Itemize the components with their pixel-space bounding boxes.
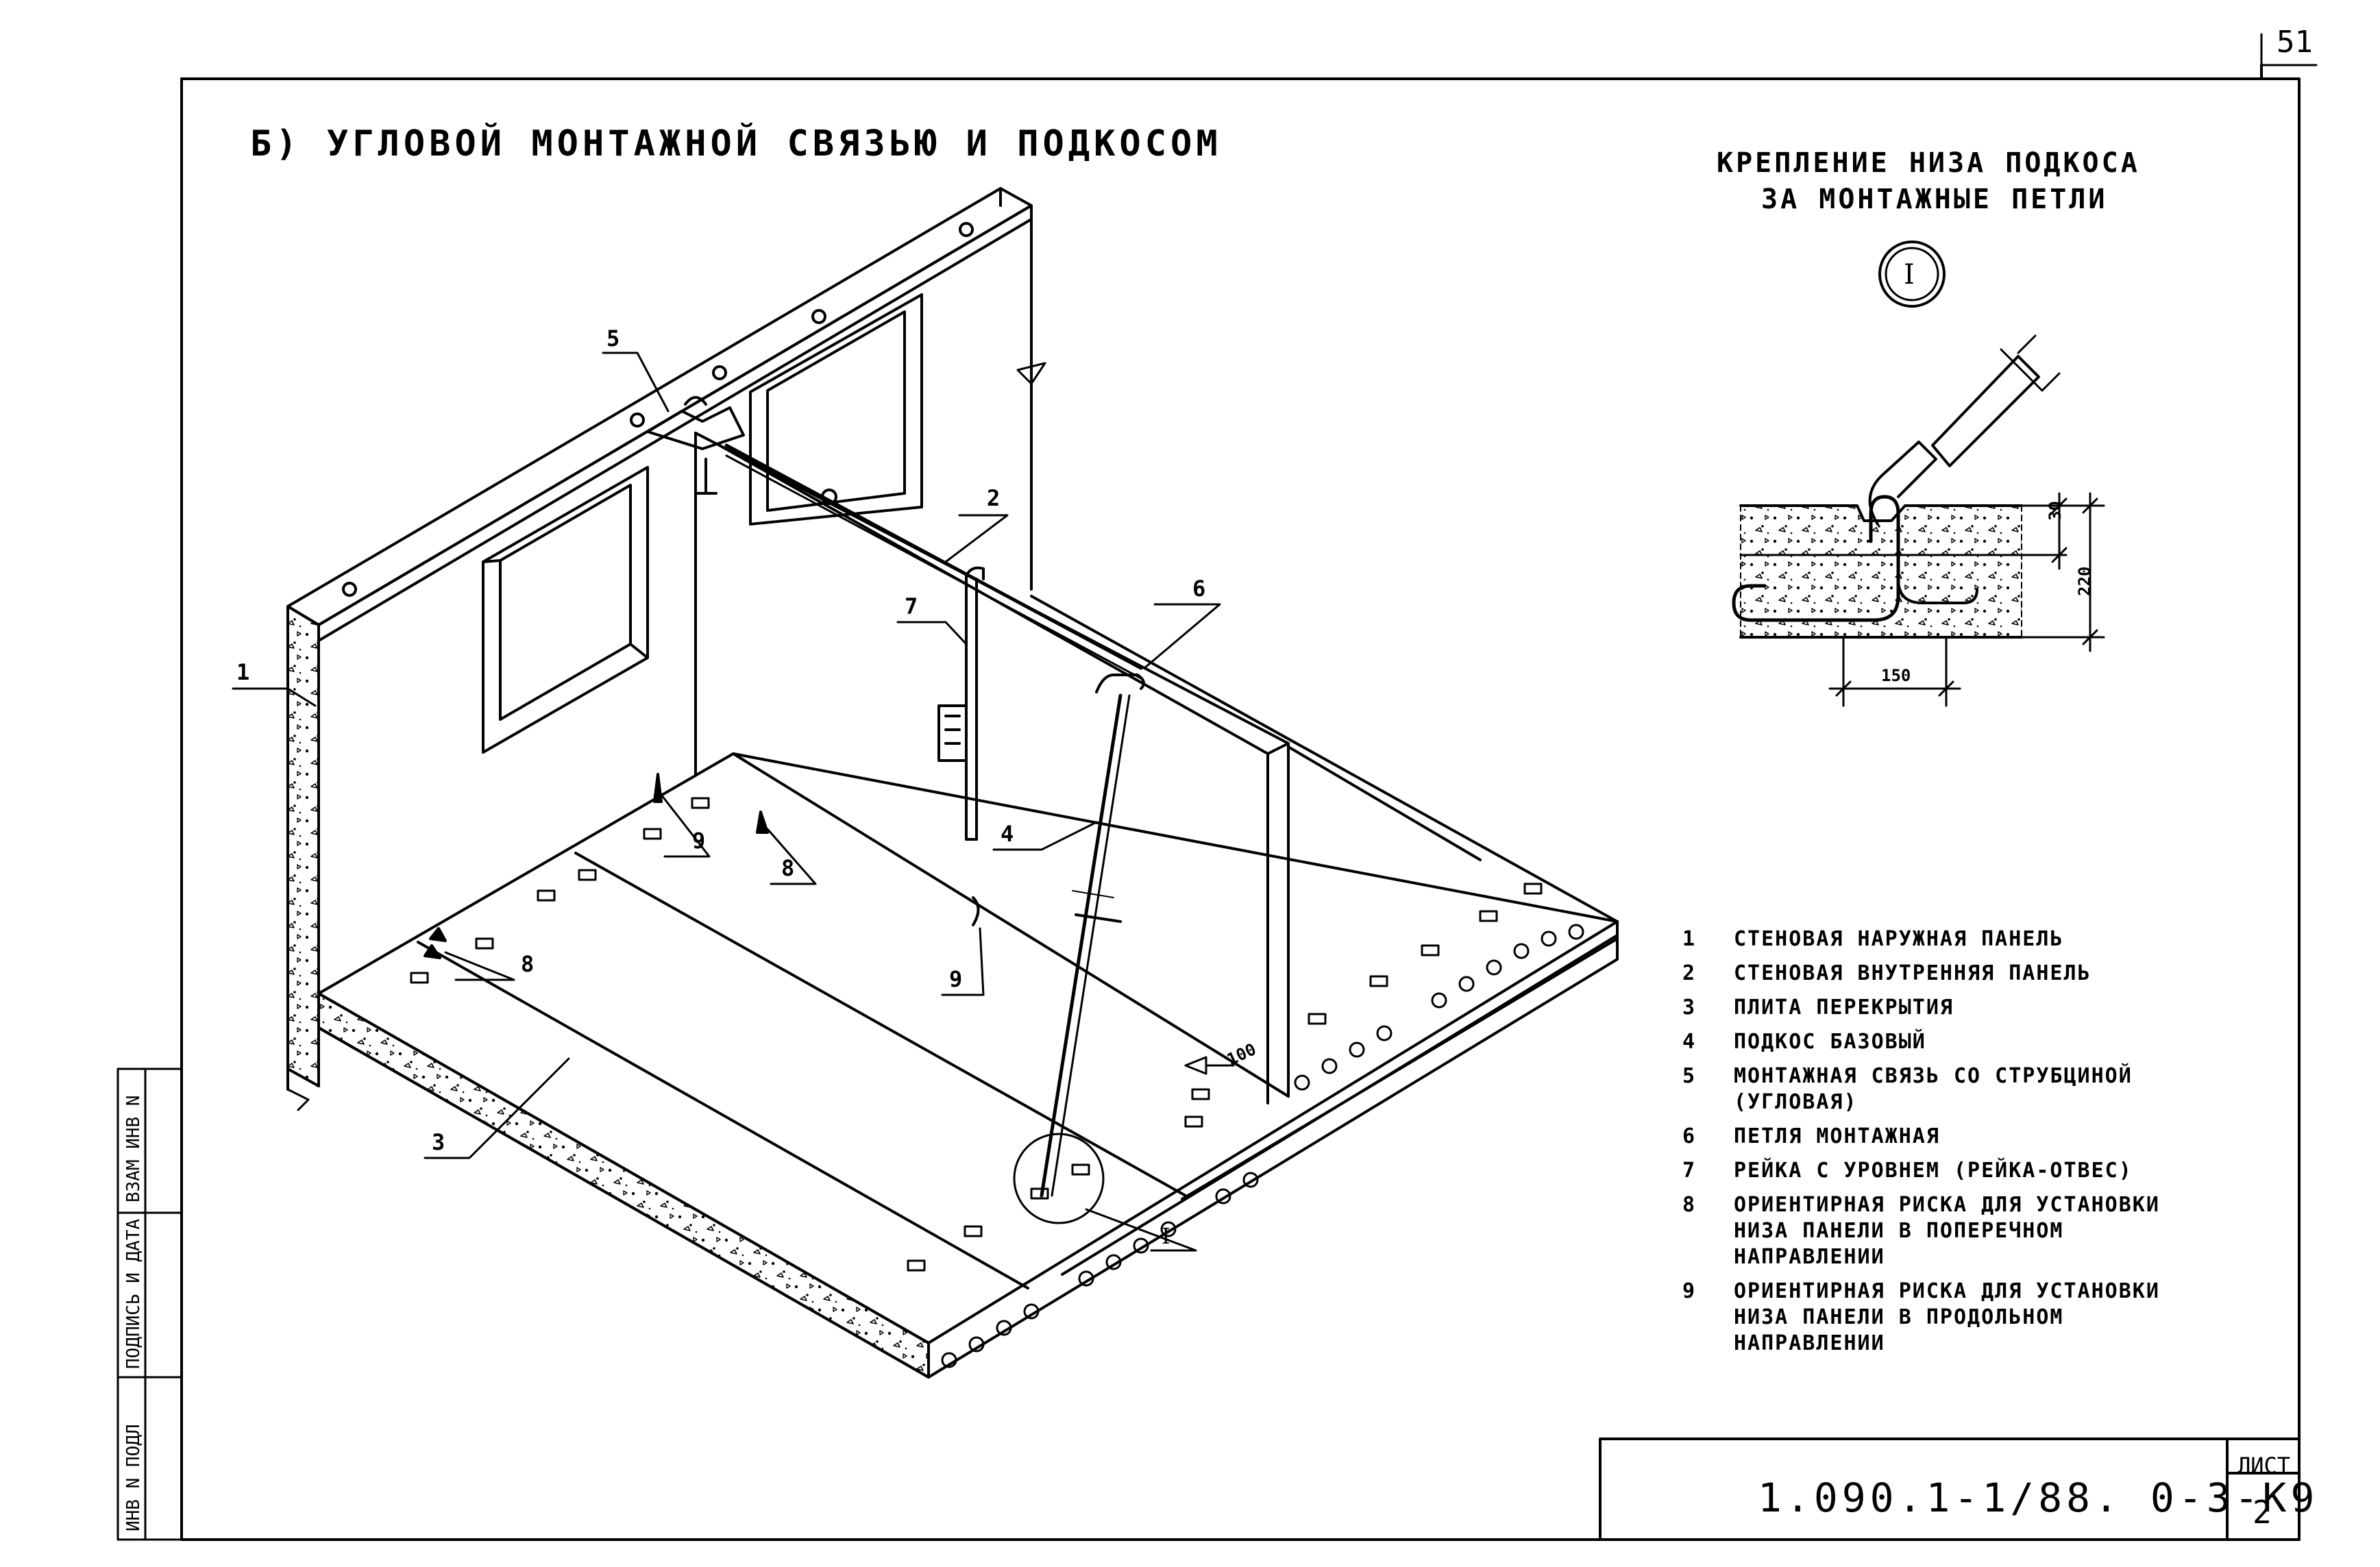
tie-rod — [724, 443, 1143, 680]
side-stamp — [116, 1068, 183, 1541]
outer-wall-panel — [286, 187, 1046, 1111]
legend-number: 2 — [1682, 961, 1695, 985]
detail-circle — [1013, 1133, 1105, 1224]
document-code: 1.090.1-1/88. 0-3-К9 — [1758, 1475, 2319, 1521]
callout-2: 2 — [987, 485, 1001, 511]
legend-number: 1 — [1682, 927, 1695, 951]
callout-1: 1 — [236, 659, 250, 685]
legend-item: 9 Ориентирная риска для установки низа па… — [1682, 1279, 2203, 1357]
detail-dimensions — [1828, 492, 2105, 707]
detail-marker-outer — [1878, 240, 1946, 308]
sheet-number: 2 — [2253, 1494, 2272, 1531]
detail-marker-inner — [1885, 247, 1939, 301]
dim-100-arrow — [1184, 1056, 1235, 1075]
legend-number: 4 — [1682, 1030, 1695, 1054]
callout-9a: 9 — [692, 828, 706, 854]
legend-number: 8 — [1682, 1193, 1695, 1217]
legend-item: 8 Ориентирная риска для установки низа па… — [1682, 1192, 2203, 1270]
inner-wall-panel — [694, 432, 1290, 1105]
side-stamp-inv: Инв N подл — [123, 1424, 144, 1531]
detail-title-line2: за монтажные петли — [1761, 184, 2108, 215]
callout-7: 7 — [905, 593, 918, 619]
title-stamp — [1599, 1438, 2301, 1541]
brace — [1040, 674, 1145, 1198]
callout-8b: 8 — [521, 951, 535, 977]
drawing-title: б) Угловой монтажной связью и подкосом — [250, 123, 1222, 164]
legend-text: Рейка с уровнем (рейка-отвес) — [1734, 1159, 2133, 1183]
callout-detail-I: I — [1162, 1223, 1170, 1249]
legend-text: Монтажная связь со струбциной (угловая) — [1734, 1064, 2133, 1114]
callout-6: 6 — [1192, 576, 1206, 602]
legend-item: 2 Стеновая внутренняя панель — [1682, 961, 2203, 987]
legend-item: 6 Петля монтажная — [1682, 1124, 2203, 1150]
dim-30: 30 — [2046, 501, 2065, 521]
callout-3: 3 — [432, 1129, 445, 1155]
detail-marker-label: I — [1904, 259, 1915, 291]
side-stamp-replace: Взам инв N — [123, 1095, 144, 1202]
legend-text: Ориентирная риска для установки низа пан… — [1734, 1193, 2160, 1269]
floor-slabs — [317, 595, 1619, 1379]
legend: 1 Стеновая наружная панель 2 Стеновая внутр… — [1682, 926, 2203, 1365]
legend-number: 5 — [1682, 1064, 1695, 1088]
callout-8a: 8 — [781, 855, 795, 881]
legend-number: 3 — [1682, 996, 1695, 1020]
legend-text: Петля монтажная — [1734, 1124, 1940, 1148]
legend-text: Подкос базовый — [1734, 1030, 1926, 1054]
corner-tie — [646, 396, 745, 495]
legend-item: 3 Плита перекрытия — [1682, 995, 2203, 1021]
page-number: 51 — [2277, 25, 2313, 60]
legend-item: 4 Подкос базовый — [1682, 1029, 2203, 1055]
slab-loops — [410, 797, 1543, 1272]
hollow-cores — [941, 924, 1584, 1368]
dim-150: 150 — [1881, 666, 1911, 685]
legend-item: 7 Рейка с уровнем (рейка-отвес) — [1682, 1158, 2203, 1184]
legend-text: Стеновая внутренняя панель — [1734, 961, 2091, 985]
callout-4: 4 — [1001, 821, 1014, 847]
legend-item: 5 Монтажная связь со струбциной (угловая) — [1682, 1063, 2203, 1115]
detail-drawing — [1732, 240, 2105, 707]
isometric-assembly — [232, 187, 1619, 1379]
legend-text: Стеновая наружная панель — [1734, 927, 2064, 951]
callout-5: 5 — [606, 325, 620, 351]
level-rod — [937, 566, 985, 841]
legend-number: 7 — [1682, 1159, 1695, 1183]
callout-9b: 9 — [949, 966, 963, 992]
legend-text: Ориентирная риска для установки низа пан… — [1734, 1279, 2160, 1355]
leader-lines — [232, 351, 1221, 1252]
legend-text: Плита перекрытия — [1734, 996, 1954, 1020]
dim-220: 220 — [2075, 566, 2094, 596]
legend-number: 9 — [1682, 1279, 1695, 1303]
side-stamp-sign: Подпись и дата — [123, 1218, 144, 1369]
legend-number: 6 — [1682, 1124, 1695, 1148]
legend-item: 1 Стеновая наружная панель — [1682, 926, 2203, 952]
detail-title-line1: Крепление низа подкоса — [1717, 147, 2140, 179]
sheet-label: Лист — [2237, 1453, 2291, 1479]
orientation-marks — [424, 773, 980, 959]
sheet-frame — [180, 33, 2318, 1541]
